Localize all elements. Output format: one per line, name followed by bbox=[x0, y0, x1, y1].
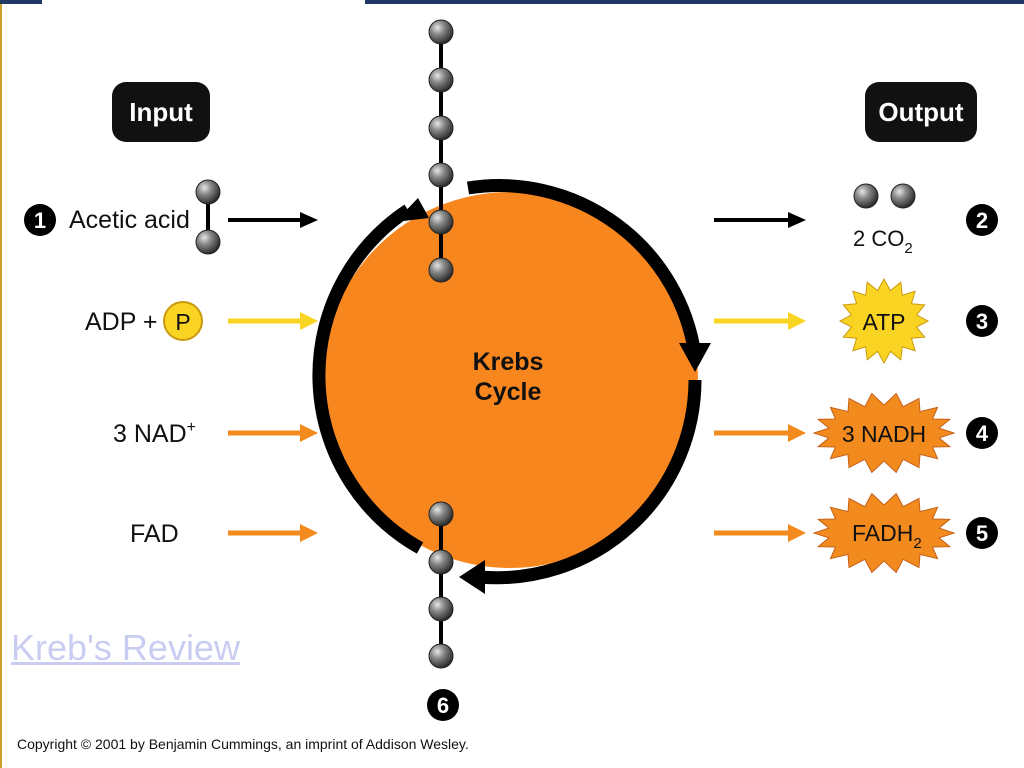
step-1-badge bbox=[24, 204, 56, 236]
input-header-label: Input bbox=[129, 97, 193, 127]
output-co2: 2 CO2 2 bbox=[714, 183, 998, 257]
copyright-notice: Copyright © 2001 by Benjamin Cummings, a… bbox=[17, 736, 469, 752]
cycle-label-line2: Cycle bbox=[475, 378, 542, 406]
co2-label: 2 CO bbox=[853, 226, 904, 251]
step-1-number: 1 bbox=[34, 208, 46, 233]
step-4-badge bbox=[966, 417, 998, 449]
acetic-acid-atom-bottom bbox=[195, 229, 221, 255]
step-2-number: 2 bbox=[976, 208, 988, 233]
step-3-number: 3 bbox=[976, 309, 988, 334]
output-nadh: 3 NADH 4 bbox=[714, 392, 998, 474]
input-nad: 3 NAD+ bbox=[113, 419, 318, 448]
co2-atom-2 bbox=[890, 183, 916, 209]
cycle-label-line1: Krebs bbox=[473, 348, 544, 376]
phosphate-label: P bbox=[175, 309, 190, 335]
step-2-badge bbox=[966, 204, 998, 236]
atp-burst bbox=[838, 277, 930, 365]
step-5-number: 5 bbox=[976, 521, 988, 546]
step-4-number: 4 bbox=[976, 421, 989, 446]
output-atp: ATP 3 bbox=[714, 277, 998, 365]
input-adp: ADP + P bbox=[85, 301, 318, 341]
cycle-arc-bottom-right bbox=[479, 379, 702, 585]
cycle-arrowhead-bottom bbox=[459, 560, 485, 594]
nadh-burst bbox=[812, 392, 956, 474]
fadh2-label: FADH bbox=[852, 520, 913, 546]
cycle-arrowhead-left bbox=[395, 198, 429, 222]
bottom-molecule-chain bbox=[428, 501, 454, 669]
co2-atom-1 bbox=[853, 183, 879, 209]
step-6-badge bbox=[427, 689, 459, 721]
step-3-badge bbox=[966, 305, 998, 337]
input-header: Input bbox=[112, 82, 210, 142]
input-acetic-acid: 1 Acetic acid bbox=[24, 179, 318, 255]
atp-label: ATP bbox=[862, 309, 905, 335]
krebs-review-link[interactable]: Kreb's Review bbox=[11, 627, 240, 668]
cycle-circle bbox=[322, 192, 698, 568]
svg-text:FADH2: FADH2 bbox=[852, 520, 922, 552]
step-6-number: 6 bbox=[437, 693, 449, 718]
fad-label: FAD bbox=[130, 520, 179, 548]
step-6: 6 bbox=[427, 689, 459, 721]
output-header-label: Output bbox=[878, 97, 964, 127]
output-fadh2: FADH2 5 bbox=[714, 492, 998, 574]
acetic-acid-label: Acetic acid bbox=[69, 206, 190, 234]
top-border bbox=[0, 0, 1024, 4]
phosphate-badge bbox=[163, 301, 203, 341]
left-border bbox=[0, 4, 2, 768]
input-fad: FAD bbox=[130, 520, 318, 548]
adp-label: ADP + bbox=[85, 308, 158, 336]
nadh-label: 3 NADH bbox=[842, 421, 926, 447]
cycle-arc-left bbox=[312, 204, 424, 554]
co2-subscript: 2 bbox=[904, 240, 912, 257]
nad-superscript: + bbox=[187, 419, 196, 436]
cycle-arrowhead-right bbox=[679, 343, 711, 372]
fadh2-subscript: 2 bbox=[913, 535, 921, 552]
svg-text:3 NAD+: 3 NAD+ bbox=[113, 419, 196, 448]
output-header: Output bbox=[865, 82, 977, 142]
cycle-arc-top-right bbox=[466, 179, 702, 356]
acetic-acid-atom-top bbox=[195, 179, 221, 205]
top-molecule-chain bbox=[428, 19, 454, 283]
step-5-badge bbox=[966, 517, 998, 549]
fadh2-burst bbox=[812, 492, 956, 574]
svg-text:2 CO2: 2 CO2 bbox=[853, 226, 913, 257]
nad-label: 3 NAD bbox=[113, 420, 187, 448]
